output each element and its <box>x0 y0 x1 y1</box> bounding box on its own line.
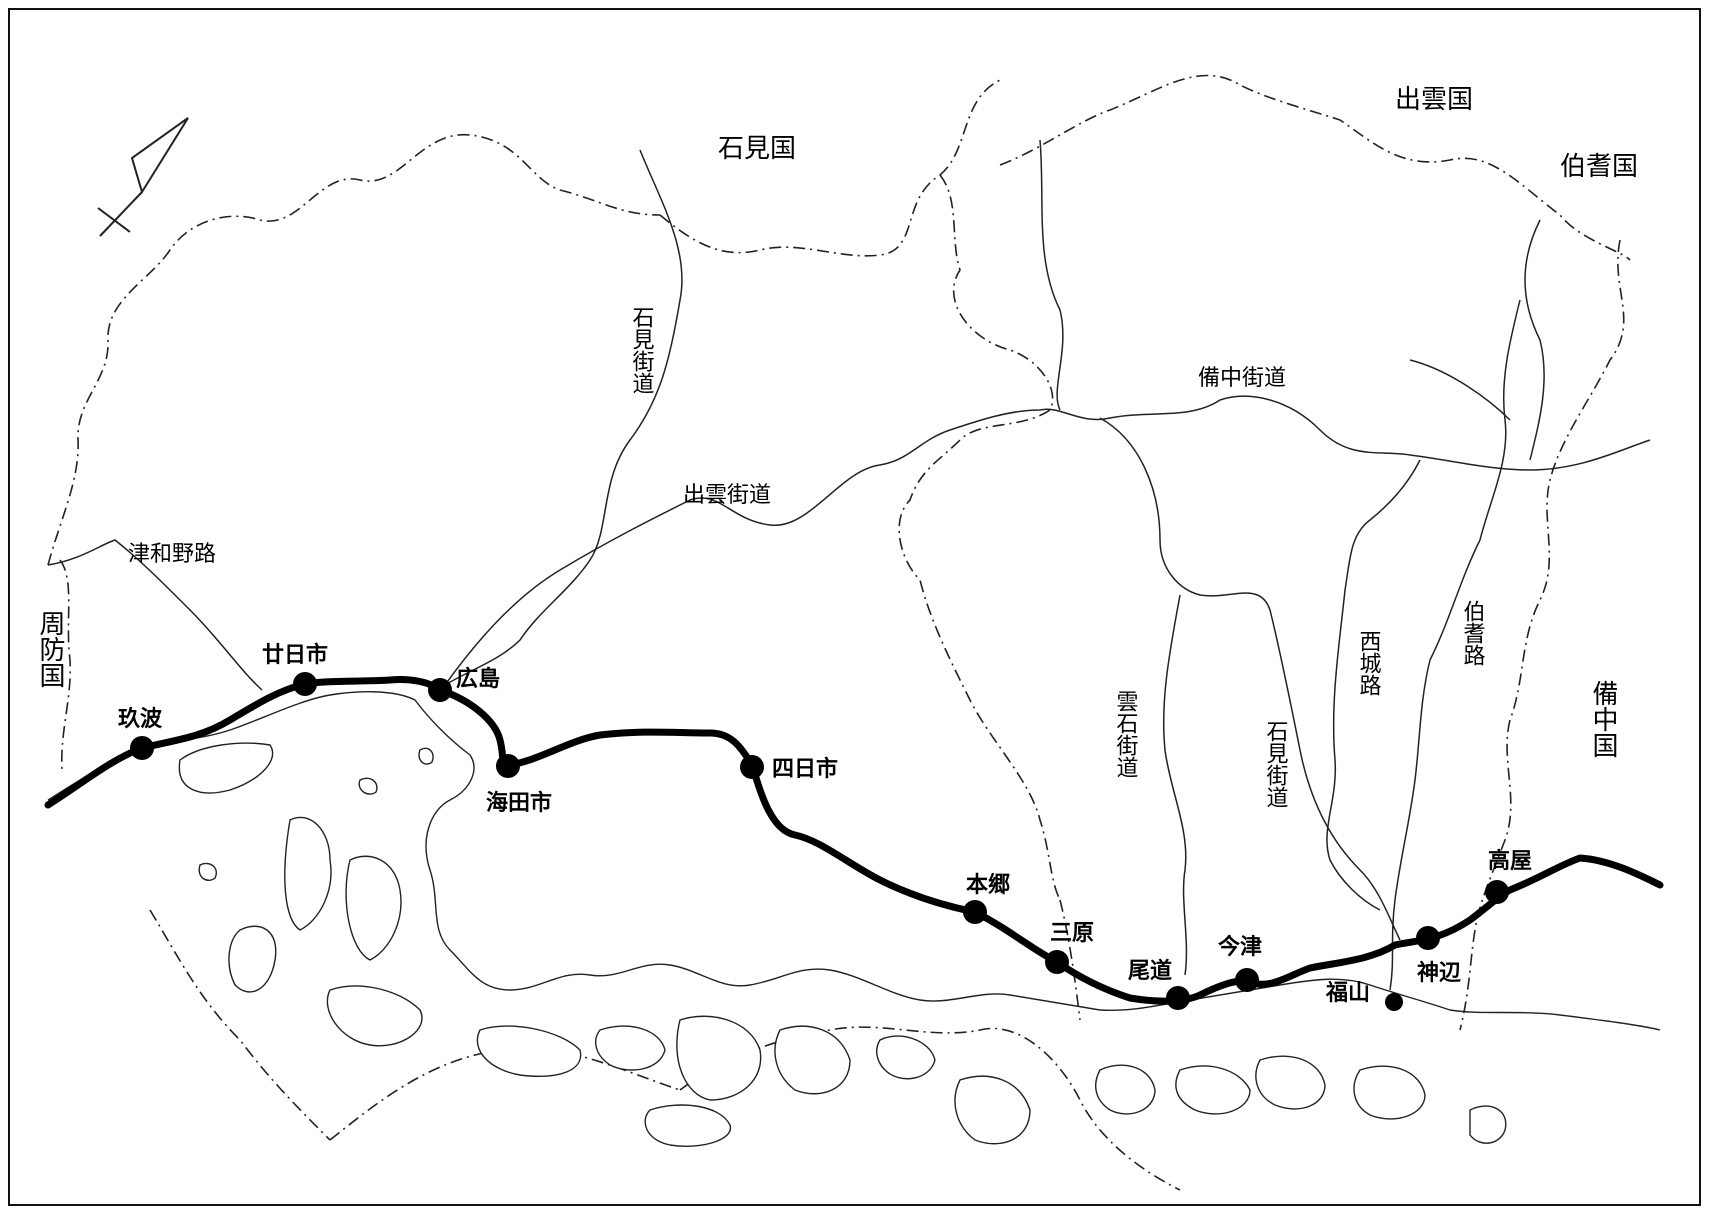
road-unseki-kaido: 雲石街道 <box>1113 690 1139 778</box>
station-onomichi <box>1166 986 1190 1010</box>
label-mihara: 三原 <box>1050 921 1094 946</box>
station-hiroshima <box>428 678 452 702</box>
road-labels: 石見街道 出雲街道 津和野路 備中街道 雲石街道 石見街道 西城路 伯耆路 <box>128 306 1486 808</box>
islands <box>178 742 1507 1147</box>
province-bitchu: 備中国 <box>1588 680 1618 758</box>
road-iwami-kaido-east: 石見街道 <box>1263 720 1289 808</box>
station-mihara <box>1045 950 1069 974</box>
label-hongo: 本郷 <box>966 873 1010 898</box>
province-iwami: 石見国 <box>718 134 796 164</box>
label-kuba: 玖波 <box>118 706 163 732</box>
station-imazu <box>1235 968 1259 992</box>
label-onomichi: 尾道 <box>1128 958 1172 984</box>
station-kuba <box>130 736 154 760</box>
label-kannabe: 神辺 <box>1417 960 1461 986</box>
station-kannabe <box>1416 926 1440 950</box>
stations <box>130 672 1509 1011</box>
map-frame <box>8 8 1701 1206</box>
roads <box>47 139 1651 991</box>
station-fukuyama <box>1385 993 1403 1011</box>
station-hongo <box>963 900 987 924</box>
label-imazu: 今津 <box>1218 934 1262 960</box>
label-hiroshima: 広島 <box>456 666 500 692</box>
road-izumo-kaido: 出雲街道 <box>683 483 771 508</box>
province-hoki: 伯耆国 <box>1560 152 1638 182</box>
road-saijo-ji: 西城路 <box>1356 630 1382 696</box>
label-yokkaichi: 四日市 <box>772 756 838 782</box>
label-kaitaichi: 海田市 <box>486 790 552 816</box>
vertical-province-labels: 周防国 備中国 <box>35 610 1618 758</box>
province-suo: 周防国 <box>35 610 65 688</box>
north-arrow-icon <box>97 117 189 237</box>
road-tsuwano-ji: 津和野路 <box>128 542 216 567</box>
main-route <box>44 676 1664 1005</box>
road-bitchu-kaido: 備中街道 <box>1198 366 1286 391</box>
station-labels: 玖波 廿日市 広島 海田市 四日市 本郷 三原 尾道 今津 福山 神辺 高屋 <box>118 642 1532 1006</box>
label-takaya: 高屋 <box>1488 848 1532 874</box>
province-labels: 石見国 出雲国 伯耆国 <box>718 85 1638 182</box>
station-takaya <box>1485 880 1509 904</box>
label-hatsukaichi: 廿日市 <box>262 642 328 668</box>
province-izumo: 出雲国 <box>1395 85 1473 115</box>
road-iwami-kaido-west: 石見街道 <box>629 306 655 394</box>
province-borders <box>47 74 1631 1191</box>
station-kaitaichi <box>496 754 520 778</box>
station-hatsukaichi <box>293 672 317 696</box>
label-fukuyama: 福山 <box>1325 981 1370 1006</box>
road-hoki-ji: 伯耆路 <box>1460 600 1486 666</box>
station-yokkaichi <box>740 755 764 779</box>
coastline <box>47 691 1661 1031</box>
